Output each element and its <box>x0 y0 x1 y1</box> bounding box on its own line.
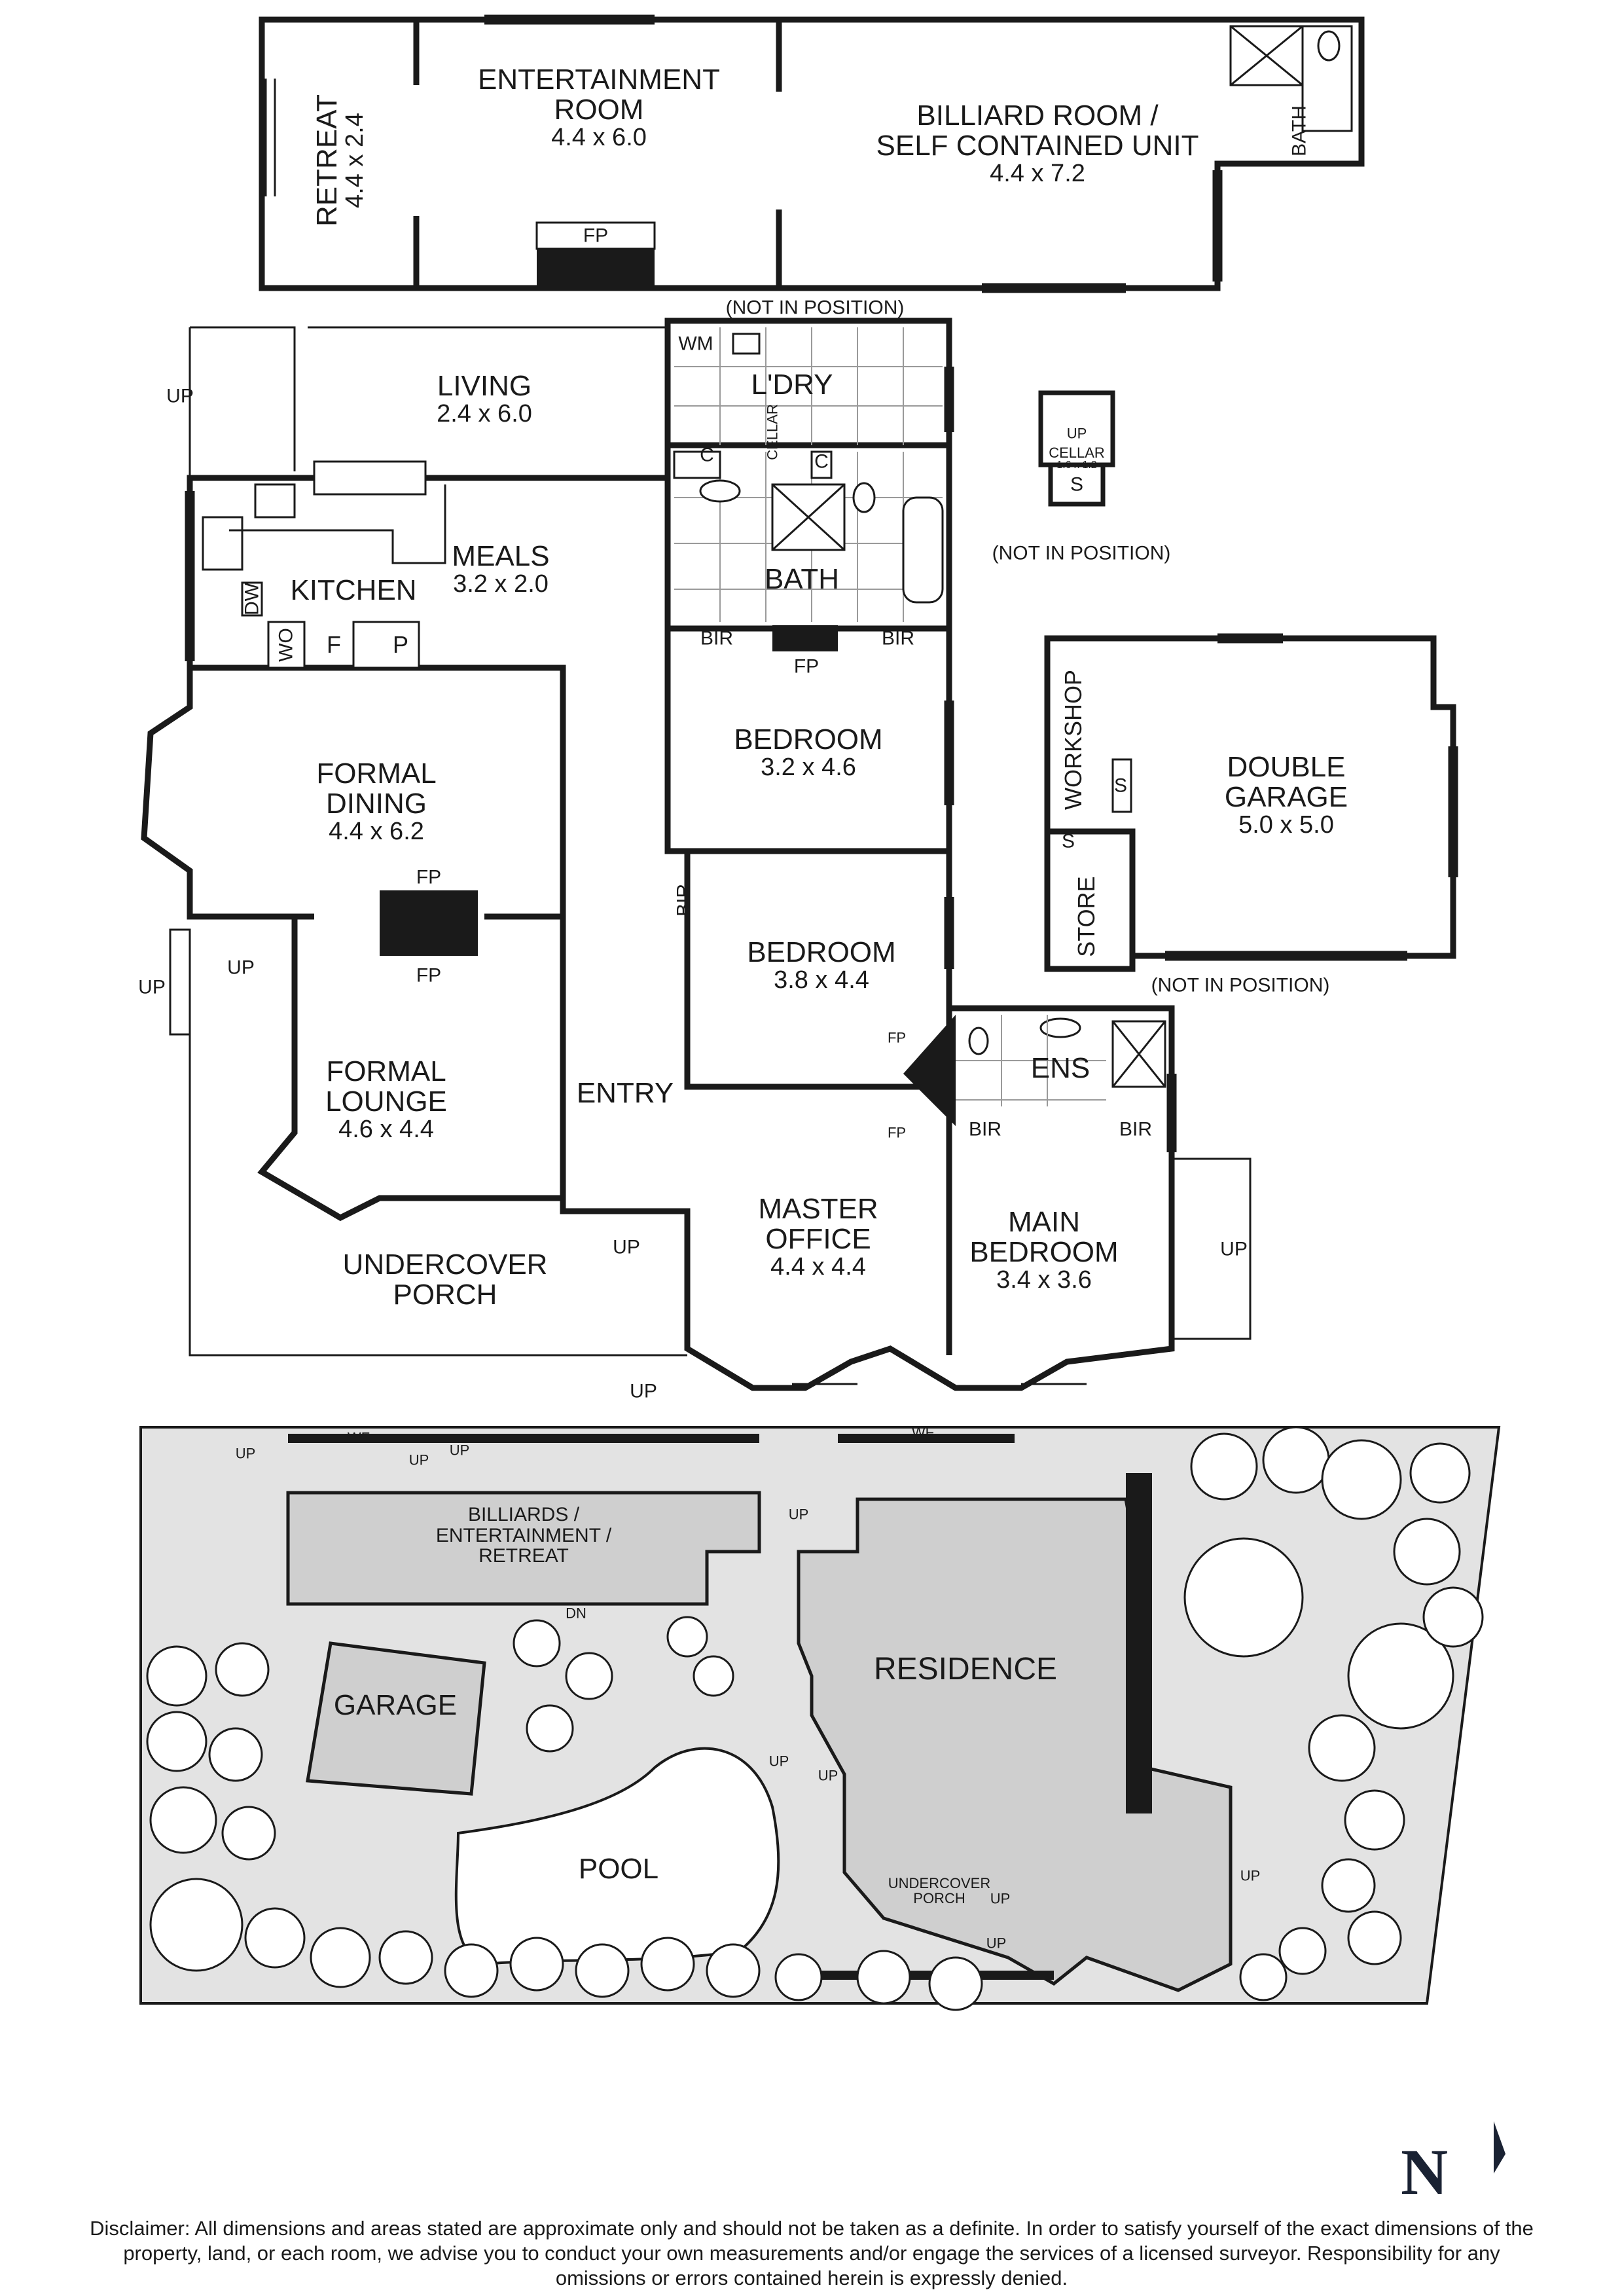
room-kitchen-label: KITCHEN <box>290 574 417 606</box>
up-label-dining: UP <box>227 957 255 979</box>
disclaimer-text: Disclaimer: All dimensions and areas sta… <box>90 2217 1534 2289</box>
fireplace-bedroom <box>772 625 838 651</box>
room-double-garage-label: DOUBLE GARAGE 5.0 x 5.0 <box>1224 750 1348 839</box>
room-cellar-dim: 1.6 x 1.2 <box>1056 460 1097 471</box>
fp-office-label-top: FP <box>887 1029 907 1046</box>
fp-dining-label-bottom: FP <box>416 964 442 987</box>
room-entertainment-label: ENTERTAINMENT ROOM 4.4 x 6.0 <box>478 63 720 152</box>
bir-label-5: BIR <box>1119 1118 1153 1140</box>
room-store-label: STORE <box>1073 876 1100 957</box>
site-up-3: UP <box>449 1442 470 1459</box>
up-label-main-bedroom: UP <box>1220 1238 1248 1260</box>
not-in-position-2: (NOT IN POSITION) <box>1151 974 1330 996</box>
fireplace-office <box>903 1015 956 1126</box>
bir-label-1: BIR <box>700 627 734 649</box>
c-label-1: C <box>700 444 714 466</box>
up-label-living: UP <box>166 385 194 407</box>
bir-label-4: BIR <box>968 1118 1002 1140</box>
room-meals-dim: 3.2 x 2.0 <box>453 570 549 598</box>
site-residence-label: RESIDENCE <box>873 1651 1058 1686</box>
wo-label: WO <box>275 628 297 662</box>
room-retreat-dim: 4.4 x 2.4 <box>341 113 369 208</box>
site-trees <box>146 1426 1484 2011</box>
room-bedroom2-dim: 3.8 x 4.4 <box>774 966 869 994</box>
room-billiard-label: BILLIARD ROOM / SELF CONTAINED UNIT 4.4 … <box>876 99 1199 188</box>
room-meals-label: MEALS 3.2 x 2.0 <box>452 539 550 598</box>
site-billiards-label: BILLIARDS / ENTERTAINMENT / RETREAT <box>435 1503 612 1567</box>
fp-outbuilding-label: FP <box>583 225 609 247</box>
room-master-office-label: MASTER OFFICE 4.4 x 4.4 <box>758 1192 878 1281</box>
room-main-bedroom-dim: 3.4 x 3.6 <box>996 1266 1092 1294</box>
room-living-dim: 2.4 x 6.0 <box>437 400 532 428</box>
site-wf-2: WF <box>911 1424 935 1441</box>
dw-label: DW <box>241 583 263 615</box>
laundry-tiles <box>674 327 943 622</box>
bir-label-2: BIR <box>881 627 915 649</box>
cellar-small-label: CELLAR <box>764 404 781 460</box>
room-formal-dining-label: FORMAL DINING 4.4 x 6.2 <box>316 757 437 846</box>
room-cellar-label: CELLAR 1.6 x 1.2 <box>1049 445 1105 471</box>
up-label-cellar: UP <box>1066 425 1087 442</box>
room-master-office-dim: 4.4 x 4.4 <box>770 1253 866 1281</box>
wm-label: WM <box>678 333 713 355</box>
up-label-entry: UP <box>613 1236 640 1258</box>
room-workshop-label: WORKSHOP <box>1060 669 1087 811</box>
site-up-7: UP <box>990 1890 1011 1907</box>
s-label-cellar: S <box>1070 473 1084 496</box>
fp-dining-label-top: FP <box>416 866 442 888</box>
outbuilding-walls <box>259 16 1365 291</box>
room-formal-dining-dim: 4.4 x 6.2 <box>329 818 424 846</box>
room-entry-label: ENTRY <box>576 1076 674 1109</box>
room-billiard-dim: 4.4 x 7.2 <box>990 160 1085 188</box>
room-retreat-label: RETREAT 4.4 x 2.4 <box>310 94 369 227</box>
site-garage <box>306 1641 486 1796</box>
fireplace-dining <box>380 890 478 956</box>
room-entertainment-dim: 4.4 x 6.0 <box>551 124 647 152</box>
site-up-5: UP <box>768 1753 789 1770</box>
room-bath-label: BATH <box>764 562 840 595</box>
room-laundry-label: L'DRY <box>751 368 833 401</box>
site-garage-label: GARAGE <box>333 1688 458 1721</box>
site-outbuilding <box>286 1491 761 1606</box>
p-label: P <box>392 631 409 659</box>
site-pool-label: POOL <box>578 1852 659 1885</box>
f-label: F <box>327 631 341 659</box>
house-windows <box>185 367 1177 1385</box>
room-bedroom2-label: BEDROOM 3.8 x 4.4 <box>747 936 896 994</box>
site-up-6: UP <box>818 1767 838 1784</box>
up-label-porch-side: UP <box>138 976 166 998</box>
site-up-1: UP <box>235 1445 256 1462</box>
not-in-position-3: (NOT IN POSITION) <box>992 542 1171 564</box>
fp-office-label-bottom: FP <box>887 1124 907 1141</box>
site-up-8: UP <box>986 1935 1007 1952</box>
site-wf-1: WF <box>347 1429 370 1446</box>
s-label-garage-1: S <box>1113 774 1128 797</box>
room-formal-lounge-dim: 4.6 x 4.4 <box>338 1116 434 1144</box>
room-ens-label: ENS <box>1030 1051 1090 1084</box>
room-bedroom1-label: BEDROOM 3.2 x 4.6 <box>734 723 883 782</box>
not-in-position-1: (NOT IN POSITION) <box>725 297 905 319</box>
north-arrow-icon <box>1494 2121 1505 2174</box>
site-up-2: UP <box>408 1451 429 1468</box>
room-living-label: LIVING 2.4 x 6.0 <box>437 369 532 428</box>
outbuilding-windows <box>264 14 1223 293</box>
site-dn: DN <box>566 1605 586 1622</box>
c-label-2: C <box>814 450 829 473</box>
bath-small-label: BATH <box>1288 105 1310 156</box>
site-undercover-porch-label: UNDERCOVER PORCH <box>888 1874 991 1906</box>
room-bedroom1-dim: 3.2 x 4.6 <box>761 754 856 782</box>
site-up-4: UP <box>788 1506 809 1523</box>
room-main-bedroom-label: MAIN BEDROOM 3.4 x 3.6 <box>969 1205 1119 1294</box>
north-label: N <box>1401 2136 1449 2208</box>
bir-label-3: BIR <box>673 883 695 917</box>
room-undercover-porch-label: UNDERCOVER PORCH <box>342 1248 548 1311</box>
site-up-9: UP <box>1240 1867 1261 1884</box>
up-label-front: UP <box>630 1380 657 1402</box>
s-label-garage-2: S <box>1061 830 1075 852</box>
room-formal-lounge-label: FORMAL LOUNGE 4.6 x 4.4 <box>325 1055 447 1144</box>
fp-bedroom-label: FP <box>793 655 820 678</box>
room-double-garage-dim: 5.0 x 5.0 <box>1238 811 1334 839</box>
